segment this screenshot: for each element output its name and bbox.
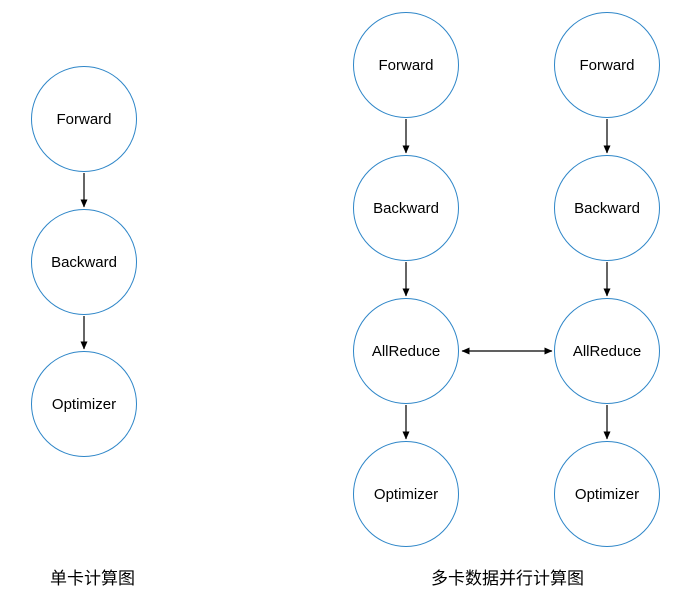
- caption-multi-card-data-parallel: 多卡数据并行计算图: [431, 569, 584, 589]
- node-mleft-forward: Forward: [353, 12, 459, 118]
- node-label: AllReduce: [572, 342, 642, 360]
- node-mright-backward: Backward: [554, 155, 660, 261]
- node-label: AllReduce: [371, 342, 441, 360]
- node-single-optimizer: Optimizer: [31, 351, 137, 457]
- node-single-forward: Forward: [31, 66, 137, 172]
- node-label: Forward: [378, 56, 434, 74]
- node-mleft-backward: Backward: [353, 155, 459, 261]
- node-label: Forward: [56, 110, 112, 128]
- node-label: Backward: [51, 253, 117, 271]
- node-label: Optimizer: [51, 395, 117, 413]
- node-mleft-allreduce: AllReduce: [353, 298, 459, 404]
- node-mright-optimizer: Optimizer: [554, 441, 660, 547]
- node-single-backward: Backward: [31, 209, 137, 315]
- node-label: Backward: [373, 199, 439, 217]
- node-label: Optimizer: [574, 485, 640, 503]
- node-label: Optimizer: [373, 485, 439, 503]
- node-mright-forward: Forward: [554, 12, 660, 118]
- node-mright-allreduce: AllReduce: [554, 298, 660, 404]
- node-mleft-optimizer: Optimizer: [353, 441, 459, 547]
- node-label: Forward: [579, 56, 635, 74]
- node-label: Backward: [574, 199, 640, 217]
- caption-single-card: 单卡计算图: [50, 569, 135, 589]
